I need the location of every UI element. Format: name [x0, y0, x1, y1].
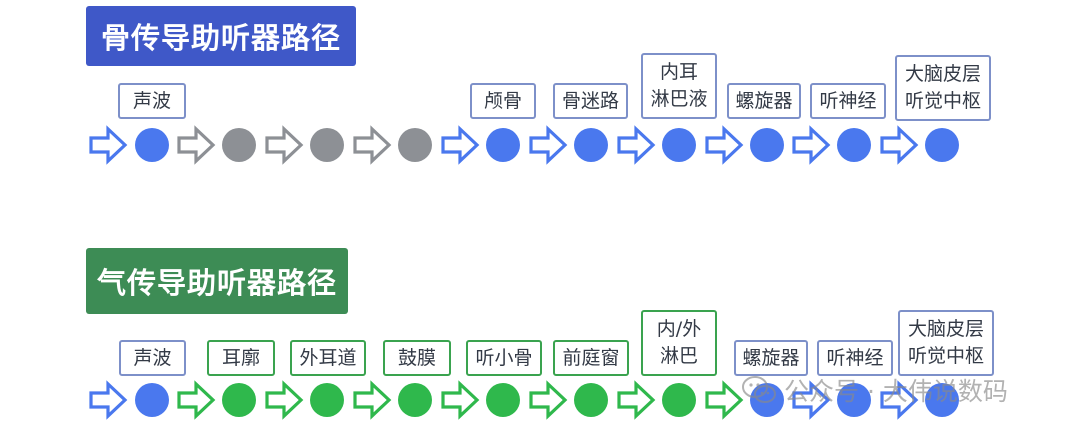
bone-arrow-6	[617, 125, 656, 165]
bone-node-6	[662, 128, 696, 162]
wechat-icon	[742, 376, 776, 403]
air-arrow-9	[880, 380, 919, 420]
air-label-ear-canal: 外耳道	[290, 340, 366, 376]
bone-arrow-7	[705, 125, 744, 165]
bone-label-auditory-nerve: 听神经	[810, 83, 886, 119]
air-node-8	[837, 383, 871, 417]
bone-label-sound-wave: 声波	[118, 83, 186, 119]
air-node-3	[398, 383, 432, 417]
air-label-spiral-organ: 螺旋器	[734, 340, 808, 376]
bone-node-4	[486, 128, 520, 162]
air-arrow-4	[441, 380, 480, 420]
air-node-2	[310, 383, 344, 417]
bone-label-skull: 颅骨	[470, 83, 536, 119]
bone-node-1	[222, 128, 256, 162]
bone-node-3	[398, 128, 432, 162]
bone-arrow-8	[792, 125, 831, 165]
air-arrow-7	[705, 380, 744, 420]
air-node-0	[135, 383, 169, 417]
bone-arrow-4	[441, 125, 480, 165]
bone-label-auditory-cortex: 大脑皮层 听觉中枢	[895, 55, 991, 121]
air-node-4	[486, 383, 520, 417]
bone-label-spiral-organ: 螺旋器	[727, 83, 801, 119]
watermark: 公众号 · 大伟说数码	[742, 372, 1008, 408]
bone-node-5	[574, 128, 608, 162]
air-arrow-8	[792, 380, 831, 420]
air-arrow-6	[617, 380, 656, 420]
air-label-auditory-nerve: 听神经	[817, 340, 893, 376]
bone-arrow-3	[353, 125, 392, 165]
bone-arrow-9	[880, 125, 919, 165]
air-label-auricle: 耳廓	[207, 340, 275, 376]
bone-node-9	[925, 128, 959, 162]
bone-label-bony-labyrinth: 骨迷路	[553, 83, 628, 119]
air-conduction-title: 气传导助听器路径	[86, 248, 348, 314]
air-node-5	[574, 383, 608, 417]
air-arrow-0	[89, 380, 128, 420]
air-arrow-3	[353, 380, 392, 420]
bone-node-7	[750, 128, 784, 162]
air-label-ossicles: 听小骨	[466, 340, 542, 376]
bone-conduction-title: 骨传导助听器路径	[86, 6, 356, 66]
bone-node-0	[135, 128, 169, 162]
bone-arrow-5	[529, 125, 568, 165]
air-label-sound-wave: 声波	[119, 340, 186, 376]
air-node-1	[222, 383, 256, 417]
air-arrow-1	[177, 380, 216, 420]
air-label-eardrum: 鼓膜	[383, 340, 451, 376]
bone-arrow-2	[265, 125, 304, 165]
bone-node-2	[310, 128, 344, 162]
bone-arrow-0	[89, 125, 128, 165]
air-arrow-2	[265, 380, 304, 420]
air-node-9	[925, 383, 959, 417]
bone-arrow-1	[177, 125, 216, 165]
air-arrow-5	[529, 380, 568, 420]
bone-label-inner-ear-lymph: 内耳 淋巴液	[641, 53, 717, 119]
air-label-lymph: 内/外 淋巴	[641, 310, 717, 376]
air-label-oval-window: 前庭窗	[553, 340, 629, 376]
bone-node-8	[837, 128, 871, 162]
air-node-6	[662, 383, 696, 417]
watermark-text: 公众号 · 大伟说数码	[784, 377, 1008, 406]
air-label-auditory-cortex: 大脑皮层 听觉中枢	[898, 310, 994, 376]
